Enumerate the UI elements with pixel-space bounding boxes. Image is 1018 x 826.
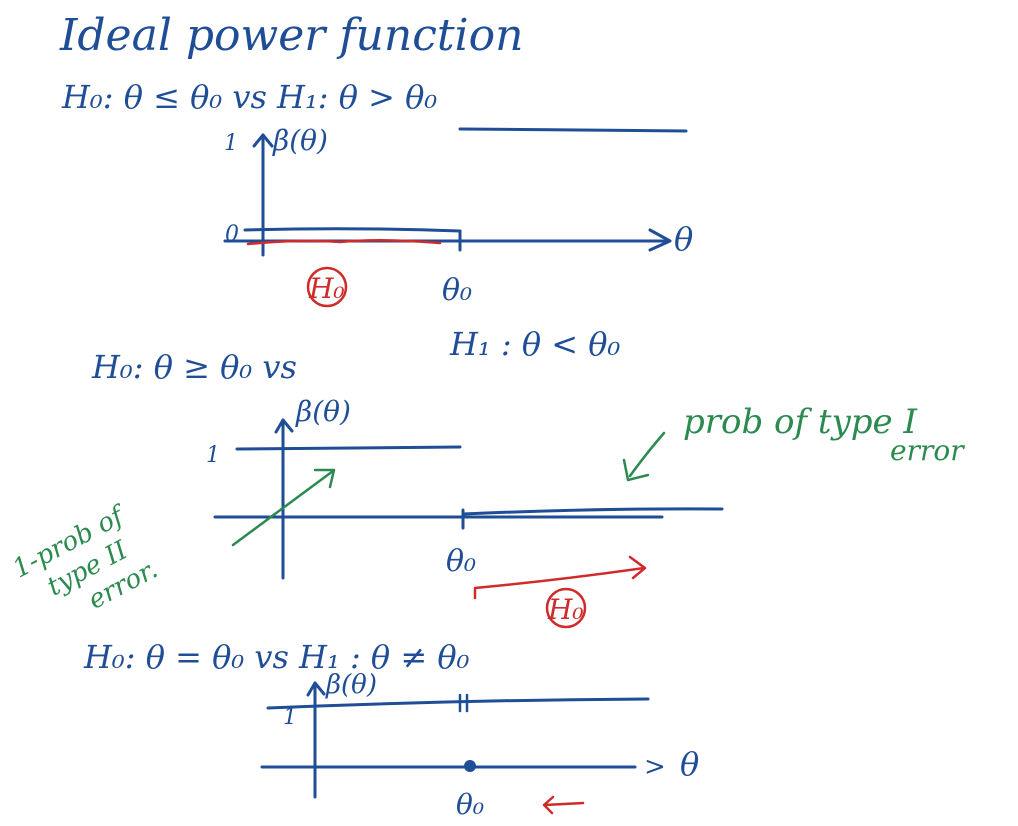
note-type1-line2: error [890,434,965,467]
h0-region-label-panel1: H₀ [308,272,345,305]
y-label-panel3: β(θ) [325,670,377,700]
h0-region-label-panel2: H₀ [547,593,584,626]
y-tick-one-panel2: 1 [206,443,220,468]
h0-arrowhead-panel2 [628,555,647,580]
power-zero-segment-panel1 [243,227,462,233]
power-one-segment-panel1 [458,127,688,133]
y-tick-one-panel1: 1 [224,131,238,156]
x-axis-arrow-panel1 [648,228,672,252]
theta0-label-panel3: θ₀ [456,788,484,821]
red-arrowhead-panel3 [542,795,555,815]
power-one-segment-panel3 [266,697,650,710]
note-type1-arrowhead [622,458,650,482]
hypothesis-panel2-right: H₁ : θ < θ₀ [449,325,621,363]
y-label-panel1: β(θ) [272,124,328,157]
theta0-label-panel2: θ₀ [446,544,476,579]
h0-region-arrow-panel2 [473,566,646,600]
y-tick-one-panel3: 1 [283,705,297,730]
note-type2-arrow [231,469,335,547]
y-axis-arrow-panel2 [274,418,294,434]
h0-circle-panel2 [545,587,587,629]
power-zero-segment-panel2 [461,507,724,516]
y-axis-arrow-panel1 [252,133,274,148]
panel-two-sided: H₀: θ = θ₀ vs H₁ : θ ≠ θ₀ β(θ) 1 θ > θ₀ [83,638,699,821]
note-type2-arrowhead [313,468,336,489]
arrow-glyph-panel3: > [644,752,666,782]
h0-region-mark-panel1 [246,238,442,246]
power-one-segment-panel2 [235,445,462,451]
note-type1-line1: prob of type I [683,402,917,442]
x-label-panel1: θ [674,220,693,258]
hypothesis-panel3: H₀: θ = θ₀ vs H₁ : θ ≠ θ₀ [83,638,470,676]
note-type2: 1-prob of type II error. [8,499,163,615]
x-label-panel3: θ [680,745,699,783]
hypothesis-panel2-left: H₀: θ ≥ θ₀ vs [91,348,297,386]
y-label-panel2: β(θ) [295,395,351,428]
panel-one-sided-upper: H₀: θ ≤ θ₀ vs H₁: θ > θ₀ β(θ) 1 0 θ θ₀ H… [61,78,693,308]
red-arrow-panel3 [543,801,585,807]
hypothesis-panel1: H₀: θ ≤ θ₀ vs H₁: θ > θ₀ [61,78,437,116]
h0-circle-panel1 [306,266,348,308]
theta0-point-panel3 [464,760,476,772]
y-axis-arrow-panel3 [306,681,326,697]
y-tick-zero-panel1: 0 [225,222,239,247]
note-type1-arrow [628,431,666,478]
panel-one-sided-lower: H₀: θ ≥ θ₀ vs H₁ : θ < θ₀ β(θ) 1 θ₀ H₀ p… [8,325,965,629]
theta0-label-panel1: θ₀ [442,273,472,308]
page-title: Ideal power function [59,10,523,61]
